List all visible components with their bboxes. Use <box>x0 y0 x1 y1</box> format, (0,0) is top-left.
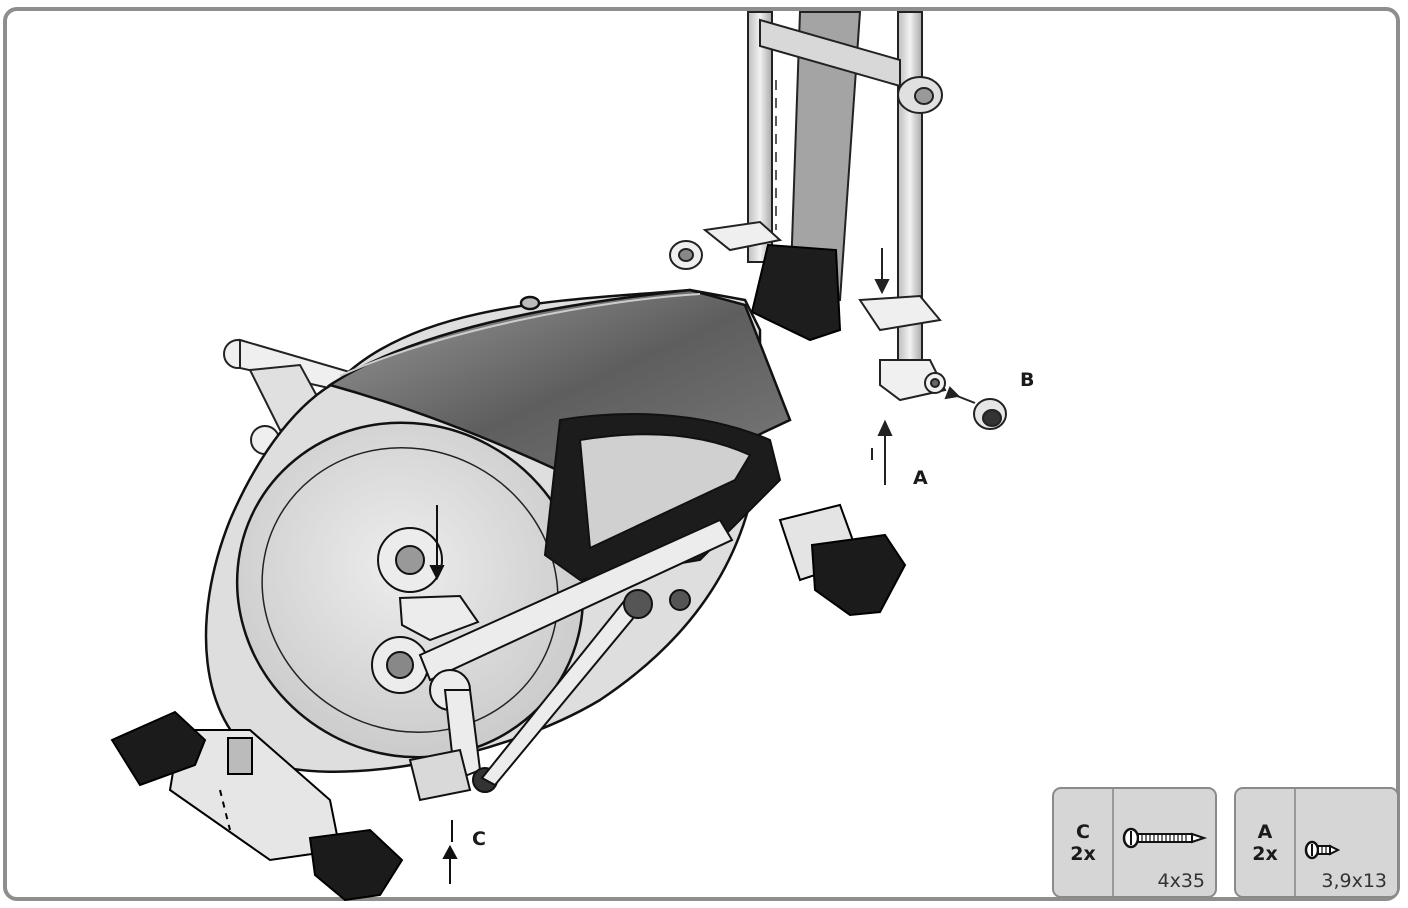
long-screw-icon <box>1122 827 1208 849</box>
part-box-c: C 2x 4x35 <box>1052 787 1217 898</box>
pole-clamp <box>879 359 1007 430</box>
mounting-brackets <box>669 220 942 332</box>
part-c-letter: C <box>1076 820 1090 843</box>
right-pedal-foot <box>778 503 907 617</box>
part-a-size: 3,9x13 <box>1321 870 1387 892</box>
part-a-qty: 2x <box>1252 842 1278 865</box>
screw-c-arrow <box>442 820 458 884</box>
callout-c: C <box>472 828 486 850</box>
upright-poles <box>747 11 943 373</box>
column-collar <box>750 243 842 342</box>
short-screw-icon <box>1304 840 1341 860</box>
part-box-c-label: C 2x <box>1054 789 1114 896</box>
crank-assembly <box>371 413 782 802</box>
front-stabilizer <box>110 710 404 902</box>
part-box-a-label: A 2x <box>1236 789 1296 896</box>
part-c-size: 4x35 <box>1157 870 1205 892</box>
part-c-qty: 2x <box>1070 842 1096 865</box>
part-box-a: A 2x 3,9x13 <box>1234 787 1399 898</box>
callout-a: A <box>913 467 928 489</box>
callout-b: B <box>1020 369 1035 391</box>
screw-a-arrow <box>871 419 893 485</box>
part-a-letter: A <box>1257 820 1273 843</box>
